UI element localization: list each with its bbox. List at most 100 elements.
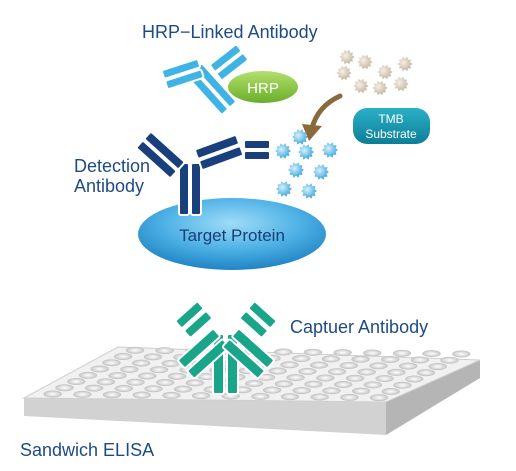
oxidized-tmb-particle bbox=[298, 144, 314, 160]
microplate-well bbox=[173, 385, 193, 393]
microplate-well bbox=[274, 348, 293, 356]
tmb-substrate-particle bbox=[397, 56, 413, 72]
tmb-substrate-badge bbox=[353, 108, 430, 144]
microplate-well bbox=[381, 388, 401, 395]
oxidized-tmb-particle bbox=[292, 129, 308, 145]
microplate-well bbox=[351, 387, 371, 395]
microplate-well bbox=[327, 368, 347, 376]
microplate-well bbox=[155, 379, 175, 386]
microplate-well bbox=[363, 381, 383, 389]
capture-antibody bbox=[174, 300, 278, 395]
microplate-well bbox=[161, 360, 181, 367]
microplate-well bbox=[84, 384, 104, 392]
target-protein-label: Target Protein bbox=[179, 226, 285, 245]
microplate-well bbox=[357, 368, 376, 376]
tmb-substrate-particle bbox=[393, 76, 409, 92]
microplate-well bbox=[113, 353, 133, 360]
microplate-well bbox=[262, 386, 282, 394]
microplate-well bbox=[387, 368, 406, 376]
conversion-arrow bbox=[302, 93, 343, 141]
oxidized-tmb-particles bbox=[275, 129, 338, 199]
hrp-enzyme bbox=[228, 71, 298, 103]
microplate-well bbox=[78, 371, 98, 379]
microplate-well bbox=[398, 362, 418, 370]
microplate-well bbox=[162, 391, 181, 399]
oxidized-tmb-particle bbox=[322, 142, 338, 158]
oxidized-tmb-particle bbox=[275, 143, 291, 159]
microplate-well bbox=[251, 392, 270, 400]
microplate-well bbox=[369, 362, 388, 370]
microplate-well bbox=[345, 374, 365, 382]
microplate-well bbox=[392, 349, 412, 357]
microplate-well bbox=[185, 379, 205, 387]
sandwich-elisa-label: Sandwich ELISA bbox=[20, 440, 155, 460]
microplate-well bbox=[380, 356, 400, 363]
microplate-well bbox=[340, 393, 359, 401]
microplate-well bbox=[309, 361, 329, 369]
microplate-well bbox=[303, 348, 323, 356]
microplate-side bbox=[24, 398, 386, 435]
tmb-substrate-particles bbox=[336, 49, 413, 96]
capture-antibody-label: Captuer Antibody bbox=[290, 317, 429, 337]
microplate-well bbox=[268, 367, 287, 375]
tmb-label-line2: Substrate bbox=[365, 127, 417, 141]
microplate-well bbox=[96, 378, 116, 386]
tmb-substrate-particle bbox=[372, 80, 388, 96]
detection-antibody-label: Detection Antibody bbox=[74, 156, 150, 196]
microplate-well bbox=[244, 380, 264, 387]
microplate-well bbox=[43, 390, 62, 398]
microplate-well bbox=[291, 355, 311, 362]
microplate-well bbox=[114, 385, 134, 392]
tmb-substrate-particle bbox=[353, 78, 369, 94]
microplate-well bbox=[316, 374, 335, 382]
detection-antibody bbox=[135, 131, 271, 216]
microplate-well bbox=[120, 365, 139, 373]
microplate-well bbox=[108, 372, 127, 380]
microplate-well bbox=[375, 375, 394, 383]
microplate-well bbox=[286, 374, 305, 382]
microplate-well bbox=[428, 363, 448, 370]
microplate-well bbox=[280, 393, 300, 401]
microplate-well bbox=[143, 353, 163, 361]
microplate-well bbox=[405, 375, 424, 383]
microplate-well bbox=[132, 391, 151, 399]
microplate-well bbox=[167, 372, 187, 380]
tmb-substrate-particle bbox=[336, 65, 352, 81]
microplate-well bbox=[292, 387, 312, 394]
microplate-well bbox=[298, 367, 317, 375]
microplate-well bbox=[333, 349, 352, 357]
oxidized-tmb-particle bbox=[301, 183, 317, 199]
microplate-well bbox=[126, 378, 145, 386]
microplate-well bbox=[351, 355, 370, 363]
hrp-linked-antibody-label: HRP−Linked Antibody bbox=[142, 22, 318, 42]
microplate-well bbox=[274, 380, 294, 388]
microplate-well bbox=[304, 380, 323, 388]
microplate-well bbox=[369, 394, 389, 402]
detection-label-line2: Antibody bbox=[74, 176, 145, 197]
microplate-well bbox=[321, 355, 341, 363]
microplate-well bbox=[55, 384, 74, 392]
oxidized-tmb-particle bbox=[288, 162, 304, 178]
microplate-well bbox=[131, 359, 151, 367]
tmb-substrate-particle bbox=[357, 54, 373, 70]
microplate-well bbox=[333, 381, 353, 388]
hrp-label: HRP bbox=[247, 80, 279, 97]
microplate-well bbox=[322, 387, 341, 395]
microplate-well bbox=[393, 381, 412, 389]
tmb-substrate-particle bbox=[377, 64, 393, 80]
microplate-well bbox=[310, 393, 329, 401]
microplate-well bbox=[416, 369, 436, 377]
oxidized-tmb-particle bbox=[313, 164, 329, 180]
tmb-label-line1: TMB bbox=[378, 112, 403, 126]
microplate-well bbox=[102, 359, 121, 367]
microplate-well bbox=[280, 361, 299, 369]
detection-label-line1: Detection bbox=[74, 156, 151, 176]
microplate-well bbox=[422, 350, 441, 358]
microplate-wells bbox=[43, 346, 471, 402]
microplate-well bbox=[410, 356, 430, 364]
microplate-well bbox=[149, 366, 169, 374]
oxidized-tmb-particle bbox=[276, 181, 292, 197]
microplate-well bbox=[191, 392, 211, 400]
microplate-front-edge bbox=[386, 360, 480, 435]
